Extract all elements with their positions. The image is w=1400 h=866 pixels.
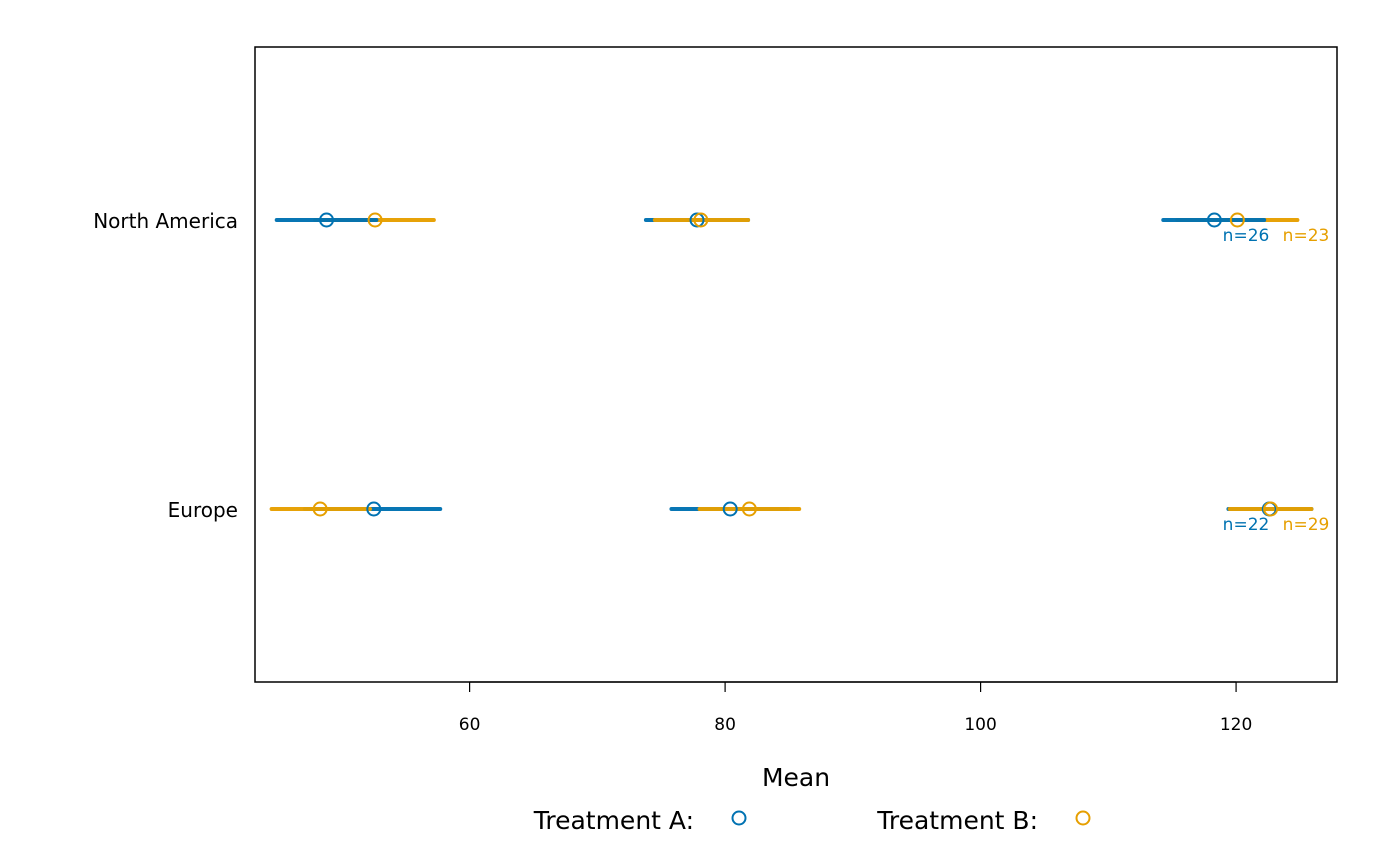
sample-size-label: n=29 [1283,515,1330,535]
sample-size-label: n=22 [1223,515,1270,535]
x-tick-label: 60 [459,715,481,735]
mean-point [366,501,382,517]
legend-marker [1075,810,1091,826]
mean-point [1229,212,1245,228]
category-label: North America [93,209,238,233]
legend-label: Treatment B: [876,806,1038,835]
legend-label: Treatment A: [533,806,694,835]
x-tick-label: 100 [964,715,996,735]
sample-size-label: n=26 [1223,226,1270,246]
sample-size-label: n=23 [1283,226,1330,246]
legend-marker [731,810,747,826]
mean-point [319,212,335,228]
mean-point [312,501,328,517]
mean-point [367,212,383,228]
x-tick-label: 80 [714,715,736,735]
mean-point [722,501,738,517]
category-label: Europe [168,498,238,522]
x-tick-label: 120 [1220,715,1252,735]
plot-frame [254,46,1338,683]
x-axis-label: Mean [762,763,830,792]
mean-point [1263,501,1279,517]
mean-point [1206,212,1222,228]
mean-point [741,501,757,517]
mean-point [693,212,709,228]
mean-point [689,212,705,228]
